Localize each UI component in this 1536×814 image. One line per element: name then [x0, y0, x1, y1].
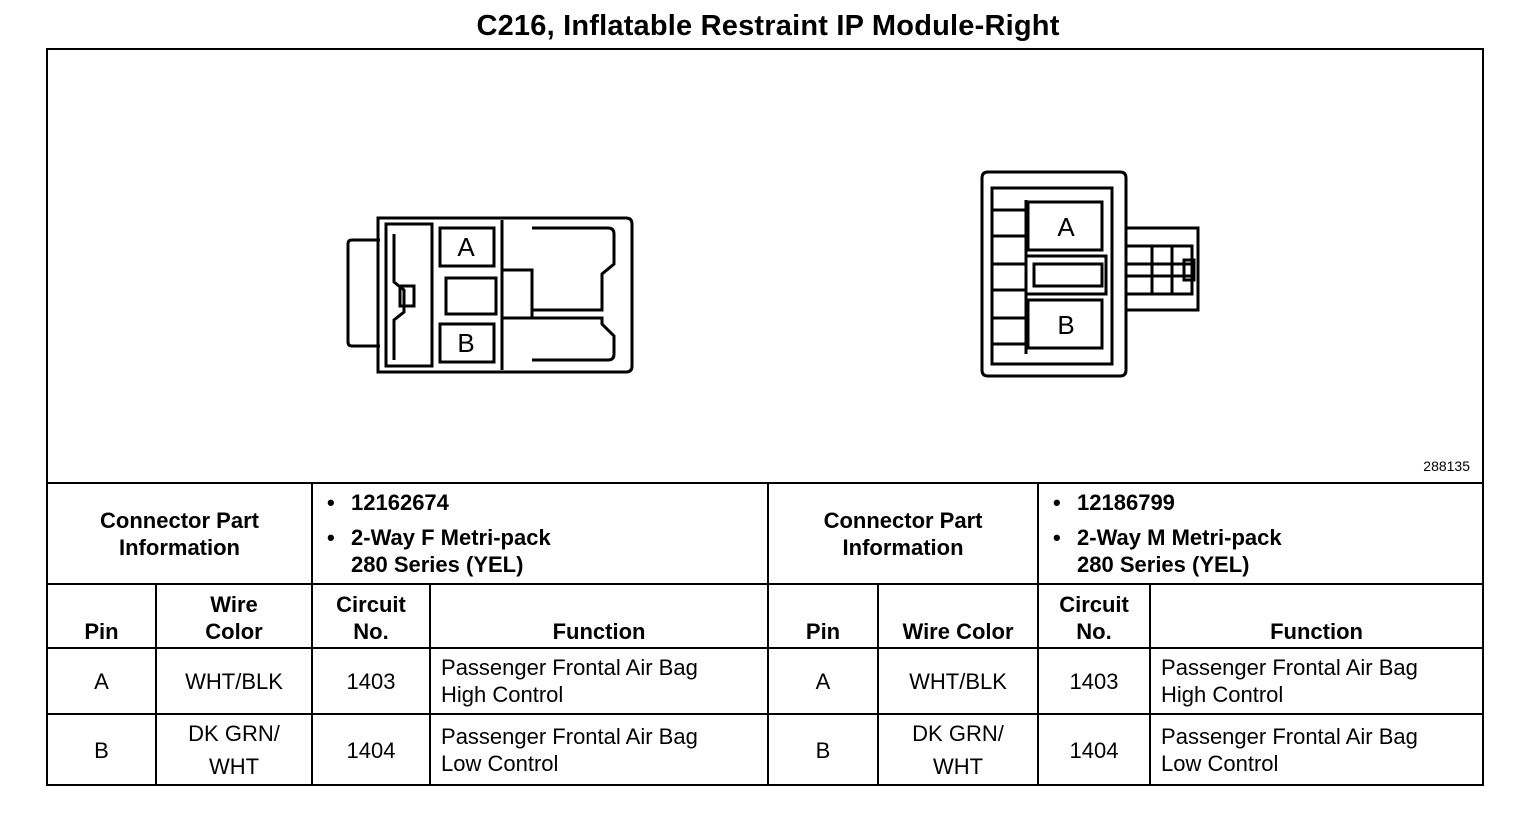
female-pin-a-label: A [457, 232, 475, 262]
header-circuit-line2: No. [353, 619, 389, 644]
wire-color-line1: DK GRN/ [912, 721, 1004, 746]
left-part-number: 12162674 [327, 489, 757, 516]
right-connector-info: 12186799 2-Way M Metri-pack 280 Series (… [1037, 482, 1483, 585]
header-pin: Pin [767, 583, 880, 649]
male-pin-a-box [1026, 200, 1104, 252]
right-part-number: 12186799 [1053, 489, 1472, 516]
header-function: Function [429, 583, 770, 649]
female-pin-a-box [438, 226, 496, 268]
function-line2: High Control [1161, 682, 1284, 707]
male-pin-b-label: B [1057, 310, 1074, 340]
pin-cell: B [48, 713, 157, 785]
left-description-line2: 280 Series (YEL) [351, 552, 524, 577]
function-cell: Passenger Frontal Air Bag High Control [1149, 647, 1483, 715]
info-label-line2: Information [119, 534, 240, 560]
header-wire-color-line1: Wire [210, 592, 258, 617]
header-circuit-line1: Circuit [1059, 592, 1129, 617]
header-wire-color-line2: Color [205, 619, 263, 644]
male-pin-a-label: A [1057, 212, 1075, 242]
female-pin-b-label: B [457, 328, 474, 358]
left-connector-info: 12162674 2-Way F Metri-pack 280 Series (… [311, 482, 770, 585]
function-line1: Passenger Frontal Air Bag [1161, 724, 1418, 749]
wire-color-cell: WHT/BLK [154, 647, 314, 715]
right-description-line2: 280 Series (YEL) [1077, 552, 1250, 577]
table-row: B DK GRN/ WHT 1404 Passenger Frontal Air… [48, 713, 1483, 785]
function-line1: Passenger Frontal Air Bag [1161, 655, 1418, 680]
header-function: Function [1149, 583, 1483, 649]
circuit-cell: 1404 [1037, 713, 1152, 785]
wire-color-line2: WHT [932, 754, 984, 779]
pin-cell: A [48, 647, 157, 715]
diagram-frame: A B A B 288135 [46, 48, 1484, 786]
function-line1: Passenger Frontal Air Bag [441, 655, 698, 680]
wire-color-line1: DK GRN/ [188, 721, 280, 746]
connector-info-row: Connector Part Information 12162674 2-Wa… [48, 482, 1483, 585]
function-cell: Passenger Frontal Air Bag Low Control [1149, 713, 1483, 785]
wire-color-line2: WHT [208, 754, 260, 779]
header-circuit: Circuit No. [1037, 583, 1152, 649]
pin-cell: B [767, 713, 880, 785]
header-circuit-line2: No. [1076, 619, 1112, 644]
right-connector-info-label: Connector Part Information [767, 482, 1040, 585]
pinout-table: Connector Part Information 12162674 2-Wa… [48, 482, 1483, 785]
right-description-line1: 2-Way M Metri-pack [1053, 524, 1472, 551]
function-line2: Low Control [1161, 751, 1279, 776]
circuit-cell: 1404 [311, 713, 432, 785]
header-row: Pin Wire Color Circuit No. Function Pin … [48, 583, 1483, 649]
connector-illustrations: A B A B [346, 170, 1200, 378]
header-circuit-line1: Circuit [336, 592, 406, 617]
function-cell: Passenger Frontal Air Bag Low Control [429, 713, 770, 785]
diagram-title: C216, Inflatable Restraint IP Module-Rig… [476, 10, 1060, 42]
header-wire-color: Wire Color [154, 583, 314, 649]
function-cell: Passenger Frontal Air Bag High Control [429, 647, 770, 715]
table-row: A WHT/BLK 1403 Passenger Frontal Air Bag… [48, 647, 1483, 715]
circuit-cell: 1403 [1037, 647, 1152, 715]
header-pin: Pin [48, 583, 157, 649]
left-connector-info-label: Connector Part Information [48, 482, 314, 585]
header-wire-color: Wire Color [877, 583, 1040, 649]
wire-color-cell: WHT/BLK [877, 647, 1040, 715]
female-pin-b-box [438, 322, 496, 364]
left-description-line1: 2-Way F Metri-pack [327, 524, 757, 551]
male-connector-drawing [980, 170, 1200, 378]
header-circuit: Circuit No. [311, 583, 432, 649]
pin-cell: A [767, 647, 880, 715]
male-pin-b-box [1026, 298, 1104, 350]
circuit-cell: 1403 [311, 647, 432, 715]
info-label-line1: Connector Part [100, 507, 259, 533]
wire-color-cell: DK GRN/ WHT [154, 713, 314, 785]
function-line1: Passenger Frontal Air Bag [441, 724, 698, 749]
info-label-line2: Information [842, 534, 964, 560]
function-line2: High Control [441, 682, 564, 707]
function-line2: Low Control [441, 751, 559, 776]
female-connector-drawing [346, 216, 634, 374]
figure-id: 288135 [1423, 458, 1470, 474]
wire-color-cell: DK GRN/ WHT [877, 713, 1040, 785]
info-label-line1: Connector Part [823, 507, 983, 533]
